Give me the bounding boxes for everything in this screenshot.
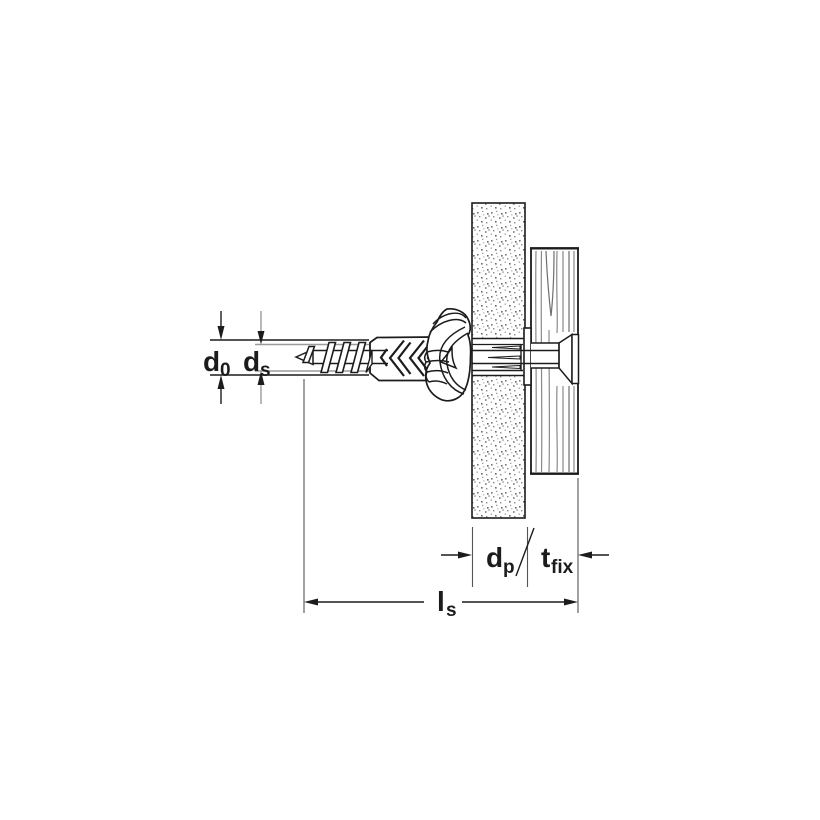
arrowhead-up <box>217 375 225 389</box>
screw-thread <box>301 341 373 374</box>
arrowhead-left <box>578 551 592 559</box>
arrowhead-up <box>257 371 265 385</box>
label-ds-sub: s <box>260 360 271 381</box>
arrowhead-left <box>304 598 318 606</box>
dimension-ds: d s <box>243 311 271 404</box>
arrowhead-right <box>564 598 578 606</box>
dimension-dp: d p <box>441 527 535 578</box>
label-dp-sub: p <box>503 557 515 578</box>
hole-diameter-lines <box>210 339 369 376</box>
screw-head-face <box>571 333 580 385</box>
dimension-d0: d 0 <box>203 311 231 404</box>
arrowhead-down <box>217 326 225 340</box>
plasterboard-panel <box>471 202 526 519</box>
label-d0-sub: 0 <box>220 360 231 381</box>
screw <box>294 341 373 374</box>
label-ls: l <box>437 586 445 617</box>
arrowhead-right <box>458 551 472 559</box>
dimension-separator-slash <box>515 527 535 577</box>
dimension-tfix: t fix <box>541 542 609 578</box>
dimension-ls: l s <box>304 586 578 621</box>
label-ls-sub: s <box>446 600 457 621</box>
label-tfix: t <box>541 542 550 573</box>
arrowhead-down <box>257 331 265 345</box>
sleeve-slit-legs <box>487 345 521 370</box>
label-ds: d <box>243 346 260 377</box>
label-dp: d <box>486 542 503 573</box>
label-tfix-sub: fix <box>551 557 574 578</box>
anchor-knot <box>423 308 472 402</box>
label-d0: d <box>203 346 220 377</box>
anchor-sleeve <box>472 343 559 372</box>
anchor-flange <box>523 327 532 386</box>
